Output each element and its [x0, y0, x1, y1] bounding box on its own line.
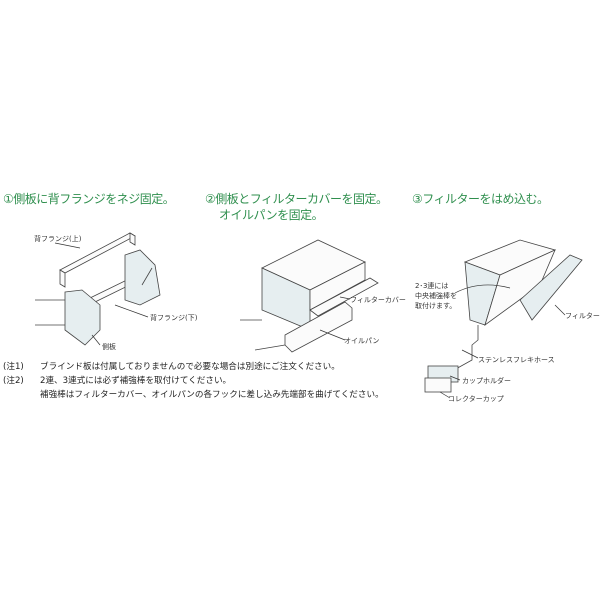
collector-cup — [424, 377, 452, 393]
label-reinforce-1: 2･3連には — [415, 282, 449, 290]
label-upper-flange: 背フランジ(上) — [34, 235, 82, 243]
filter-panel — [519, 254, 583, 321]
step1-title: ①側板に背フランジをネジ固定。 — [3, 192, 175, 206]
label-reinforce-3: 取付けます。 — [415, 302, 457, 310]
label-oil-pan: オイルパン — [344, 337, 380, 345]
step3-title: ③フィルターをはめ込む。 — [412, 192, 549, 206]
label-cup-holder: カップホルダー — [462, 377, 511, 385]
label-filter-cover: フィルターカバー — [350, 296, 406, 304]
label-side-plate: 側板 — [102, 343, 116, 351]
side-plate-right — [124, 249, 161, 306]
label-collector-cup: コレクターカップ — [448, 395, 504, 403]
step2-title: ②側板とフィルターカバーを固定。 — [205, 192, 388, 206]
side-plate-left — [64, 289, 101, 346]
step2-title-line2: オイルパンを固定。 — [219, 208, 324, 222]
label-hose: ステンレスフレキホース — [478, 356, 555, 364]
note1-mark: (注1) — [3, 362, 24, 372]
note2-text-line2: 補強棒はフィルターカバー、オイルパンの各フックに差し込み先端部を曲げてください。 — [40, 390, 384, 400]
filter-cover — [309, 277, 379, 317]
step1-drawing — [35, 232, 161, 346]
note2-mark: (注2) — [3, 376, 24, 386]
label-reinforce-2: 中央補強棒を — [415, 292, 457, 300]
step3-drawing — [424, 239, 583, 399]
label-lower-flange: 背フランジ(下) — [150, 314, 198, 322]
step2-drawing — [240, 239, 379, 353]
label-filter: フィルター — [565, 312, 600, 320]
note2-text: 2連、3連式には必ず補強棒を取付けてください。 — [40, 376, 232, 386]
note1-text: ブラインド板は付属しておりませんので必要な場合は別途にご注文ください。 — [40, 362, 340, 372]
